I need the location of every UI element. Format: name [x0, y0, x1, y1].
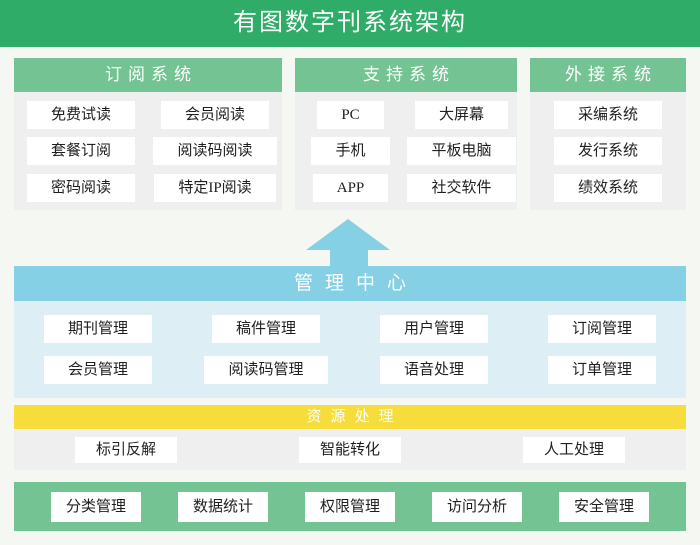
subscription-item-password: 密码阅读 — [26, 173, 135, 202]
panel-external-header: 外接系统 — [530, 58, 686, 92]
management-item-user: 用户管理 — [379, 314, 488, 343]
support-item-app: APP — [312, 173, 389, 202]
resource-item-manual: 人工处理 — [522, 436, 625, 463]
support-item-social: 社交软件 — [407, 173, 516, 202]
subscription-item-specific-ip: 特定IP阅读 — [154, 173, 276, 202]
management-item-order: 订单管理 — [547, 356, 656, 385]
bottom-item-permissions: 权限管理 — [304, 491, 395, 522]
bottom-item-access-analysis: 访问分析 — [431, 491, 522, 522]
external-item-distribution: 发行系统 — [553, 137, 662, 165]
management-item-subscription: 订阅管理 — [547, 314, 656, 343]
management-item-journal: 期刊管理 — [43, 314, 152, 343]
support-item-pc: PC — [317, 100, 384, 129]
management-item-manuscript: 稿件管理 — [211, 314, 320, 343]
panel-support-header: 支持系统 — [295, 58, 517, 92]
management-item-reading-code: 阅读码管理 — [204, 356, 328, 385]
resource-processing-body: 标引反解 智能转化 人工处理 — [14, 429, 686, 470]
bottom-bar: 分类管理 数据统计 权限管理 访问分析 安全管理 — [14, 482, 686, 531]
management-center-body: 期刊管理 稿件管理 用户管理 订阅管理 会员管理 阅读码管理 语音处理 订单管理 — [14, 301, 686, 398]
external-item-editing: 采编系统 — [553, 100, 662, 129]
panel-subscription-system: 订阅系统 免费试读 会员阅读 套餐订阅 阅读码阅读 密码阅读 特定IP阅读 — [14, 58, 282, 210]
page-title: 有图数字刊系统架构 — [0, 0, 700, 47]
subscription-item-package: 套餐订阅 — [26, 137, 135, 165]
panel-support-system: 支持系统 PC 大屏幕 手机 平板电脑 APP 社交软件 — [295, 58, 517, 210]
support-item-tablet: 平板电脑 — [407, 137, 516, 165]
support-item-big-screen: 大屏幕 — [414, 100, 508, 129]
panel-external-system: 外接系统 采编系统 发行系统 绩效系统 — [530, 58, 686, 210]
management-item-member: 会员管理 — [43, 356, 152, 385]
resource-item-indexing: 标引反解 — [74, 436, 177, 463]
subscription-item-free-trial: 免费试读 — [26, 100, 135, 129]
bottom-item-statistics: 数据统计 — [177, 491, 268, 522]
panel-subscription-header: 订阅系统 — [14, 58, 282, 92]
management-center-header: 管理中心 — [14, 266, 686, 301]
management-item-voice: 语音处理 — [379, 356, 488, 385]
up-arrow-head — [306, 219, 390, 250]
panel-external-body: 采编系统 发行系统 绩效系统 — [530, 92, 686, 210]
support-item-mobile: 手机 — [311, 137, 390, 165]
bottom-item-security: 安全管理 — [558, 491, 649, 522]
panel-subscription-body: 免费试读 会员阅读 套餐订阅 阅读码阅读 密码阅读 特定IP阅读 — [14, 92, 282, 210]
subscription-item-reading-code: 阅读码阅读 — [153, 137, 277, 165]
resource-processing-header: 资源处理 — [14, 405, 686, 429]
subscription-item-member-reading: 会员阅读 — [160, 100, 269, 129]
up-arrow-stem — [330, 249, 368, 267]
external-item-performance: 绩效系统 — [553, 173, 662, 202]
bottom-item-classification: 分类管理 — [50, 491, 141, 522]
resource-item-intelligent-conversion: 智能转化 — [298, 436, 401, 463]
panel-support-body: PC 大屏幕 手机 平板电脑 APP 社交软件 — [295, 92, 517, 210]
